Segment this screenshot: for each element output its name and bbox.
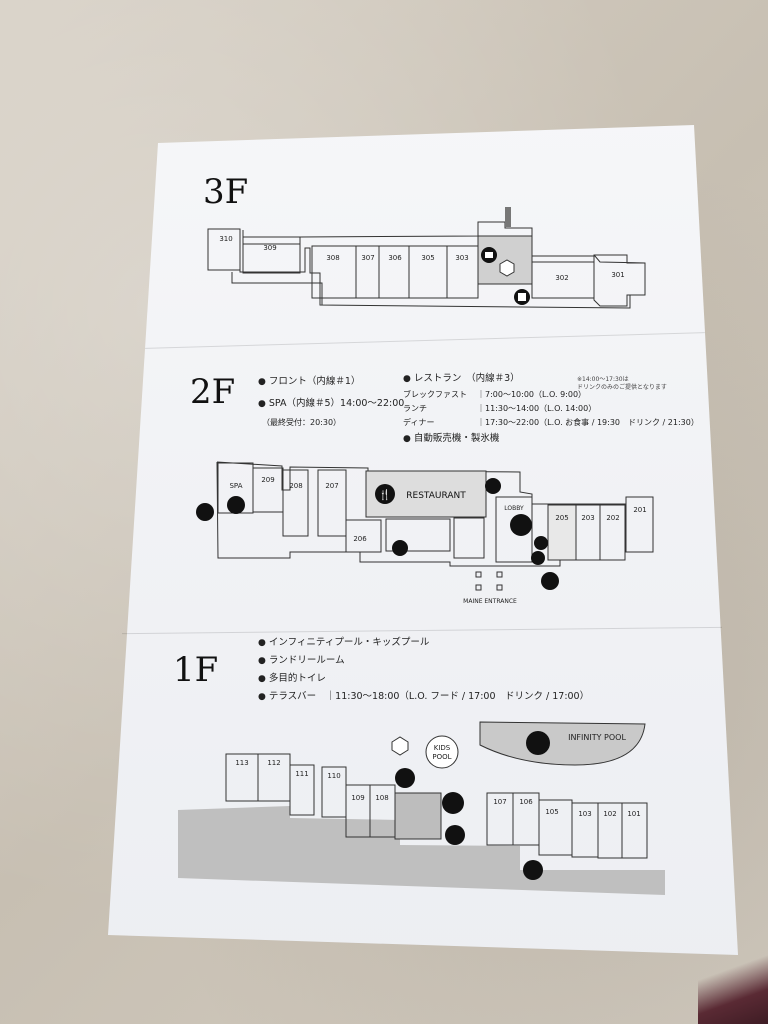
chair-edge <box>698 934 768 1024</box>
